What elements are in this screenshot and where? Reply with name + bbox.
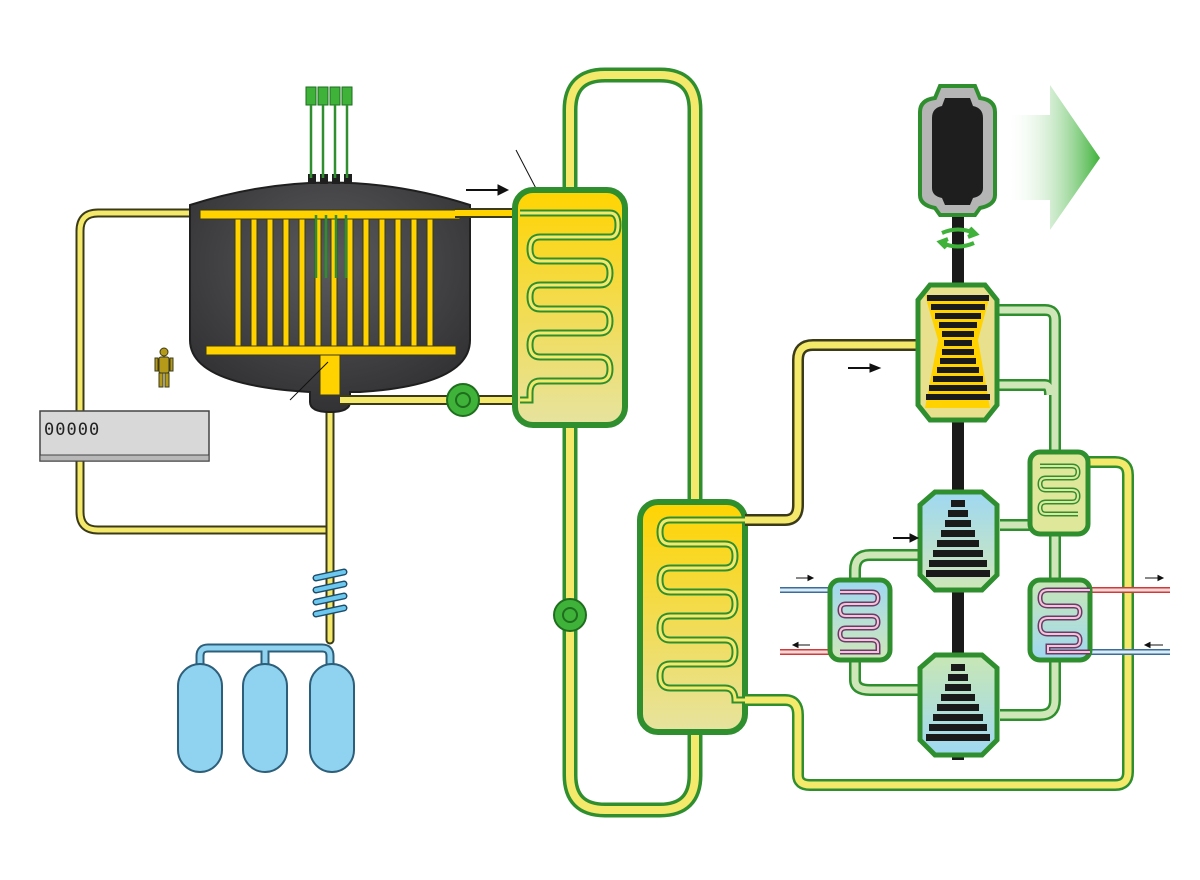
flow-arrow-icon (466, 184, 1165, 649)
intermediate-pump (553, 598, 587, 632)
primary-hot-leg (340, 208, 516, 405)
control-panel: 00000 (39, 410, 210, 462)
secondary-heat-exchanger (637, 499, 748, 735)
intercooler (1027, 577, 1093, 663)
power-cycle-pipes (745, 304, 1134, 791)
high-pressure-turbine (915, 282, 1000, 423)
control-panel-label: 00000 (44, 420, 100, 440)
control-rod-icon (305, 86, 353, 278)
primary-pump (446, 383, 480, 417)
recuperator (1027, 449, 1091, 537)
reactor-vessel (189, 174, 471, 414)
intermediate-loop (562, 67, 703, 818)
person-icon (154, 347, 174, 388)
compressor-upper (917, 489, 1000, 593)
primary-heat-exchanger (512, 187, 628, 428)
drain-tank-3 (309, 663, 355, 773)
reactor-core (199, 209, 461, 396)
drain-tank-2 (242, 663, 288, 773)
pump-icon (446, 383, 587, 632)
power-output-arrow-icon (1005, 85, 1100, 230)
precooler (827, 577, 893, 663)
freeze-valve (312, 568, 348, 618)
drain-tank-1 (177, 663, 223, 773)
rotation-arrow-icon (936, 226, 980, 250)
compressor-lower (917, 652, 1000, 758)
generator-icon (918, 84, 997, 217)
drain-tanks (177, 663, 355, 773)
cooling-water-lines (780, 587, 1170, 655)
